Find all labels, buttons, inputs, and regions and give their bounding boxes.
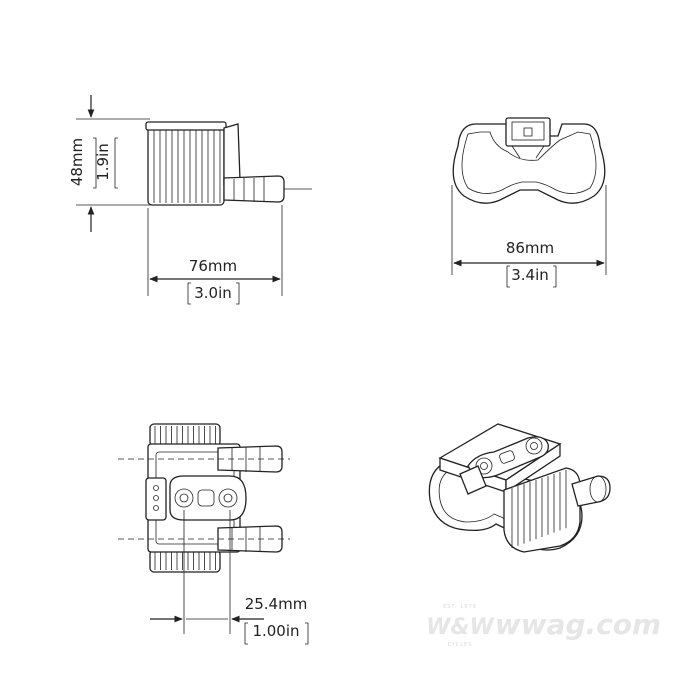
width-mm-label: 86mm	[506, 239, 554, 257]
rear-view	[452, 117, 606, 204]
watermark-est: EST. 1979	[443, 604, 477, 610]
side-view-cooling-fins	[153, 130, 221, 203]
watermark: EST. 1979 W&W CYCLES wwag.com	[426, 604, 661, 648]
top-view	[118, 423, 290, 573]
watermark-brand-short: W&W	[426, 615, 495, 640]
height-in-label: 1.9in	[94, 143, 112, 181]
side-view	[145, 121, 312, 206]
spacing-dimension: 25.4mm 1.00in	[150, 510, 309, 645]
length-mm-label: 76mm	[189, 257, 237, 275]
width-dimension: 86mm 3.4in	[451, 185, 607, 288]
isometric-cooling-fins	[511, 470, 567, 548]
watermark-url: wwag.com	[495, 608, 661, 641]
length-dimension: 76mm 3.0in	[147, 205, 283, 305]
top-view-lower-fins	[154, 552, 216, 570]
spacing-mm-label: 25.4mm	[245, 595, 308, 613]
length-in-label: 3.0in	[194, 284, 232, 302]
height-mm-label: 48mm	[68, 138, 86, 186]
watermark-subtext: CYCLES	[448, 642, 473, 648]
spacing-in-label: 1.00in	[252, 622, 299, 640]
width-in-label: 3.4in	[511, 266, 549, 284]
height-dimension: 48mm 1.9in	[68, 95, 150, 232]
top-view-upper-fins	[154, 426, 216, 444]
isometric-view	[428, 423, 611, 553]
